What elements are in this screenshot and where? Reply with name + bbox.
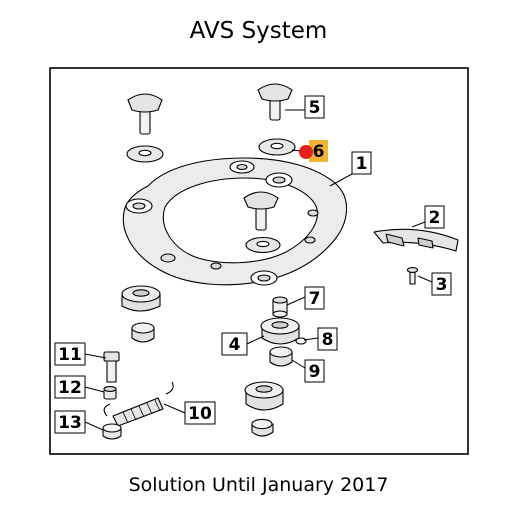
bolt-center-part — [243, 191, 279, 231]
diagram-title: AVS System — [189, 18, 328, 44]
svg-text:3: 3 — [436, 275, 448, 295]
washer-part — [258, 138, 296, 156]
svg-text:5: 5 — [309, 98, 321, 118]
rubber-mount-part — [260, 317, 300, 345]
end-cap-part — [102, 423, 122, 440]
lower-bolt-part — [103, 351, 120, 383]
callout-3: 3 — [431, 272, 452, 296]
svg-text:6: 6 — [313, 142, 325, 162]
bolt-part — [257, 83, 293, 121]
callout-6: 6 — [299, 140, 328, 162]
callout-13: 13 — [54, 410, 86, 434]
bolt-left-part — [127, 93, 163, 135]
spacer-part — [272, 296, 288, 318]
svg-text:7: 7 — [309, 289, 321, 309]
rubber-mount-left-part — [121, 285, 161, 312]
svg-text:1: 1 — [356, 154, 368, 174]
callout-8: 8 — [317, 327, 338, 351]
svg-text:2: 2 — [429, 208, 441, 228]
callout-9: 9 — [304, 359, 325, 383]
callout-2: 2 — [424, 205, 445, 229]
highlight-marker-dot — [299, 145, 313, 159]
washer-left-part — [126, 145, 164, 163]
callout-11: 11 — [54, 342, 86, 366]
mounting-plate-part — [122, 157, 348, 286]
svg-text:9: 9 — [309, 362, 321, 382]
callout-5: 5 — [304, 95, 325, 119]
callout-labels: 1 2 3 4 5 6 7 8 — [54, 95, 452, 434]
callout-7: 7 — [304, 286, 325, 310]
spring-part — [103, 381, 174, 427]
svg-text:10: 10 — [188, 404, 212, 424]
callout-12: 12 — [54, 375, 86, 399]
diagram-caption: Solution Until January 2017 — [128, 474, 389, 496]
diagram-frame — [49, 67, 469, 455]
small-screw-part — [406, 267, 419, 285]
svg-text:13: 13 — [58, 413, 82, 433]
svg-text:12: 12 — [58, 378, 82, 398]
washer-center-part — [245, 236, 281, 254]
nut-part — [103, 386, 117, 400]
rubber-cap-part — [269, 346, 293, 367]
rubber-cap-left-part — [131, 322, 155, 343]
rubber-cap-lower-part — [251, 418, 274, 437]
svg-text:4: 4 — [229, 335, 241, 355]
trim-strip-part — [373, 228, 459, 252]
rubber-mount-lower-part — [244, 381, 284, 411]
small-ring-part — [295, 337, 307, 345]
callout-4: 4 — [221, 332, 248, 356]
svg-text:11: 11 — [58, 345, 82, 365]
svg-text:8: 8 — [322, 330, 334, 350]
callout-10: 10 — [184, 401, 216, 425]
callout-1: 1 — [351, 151, 372, 175]
